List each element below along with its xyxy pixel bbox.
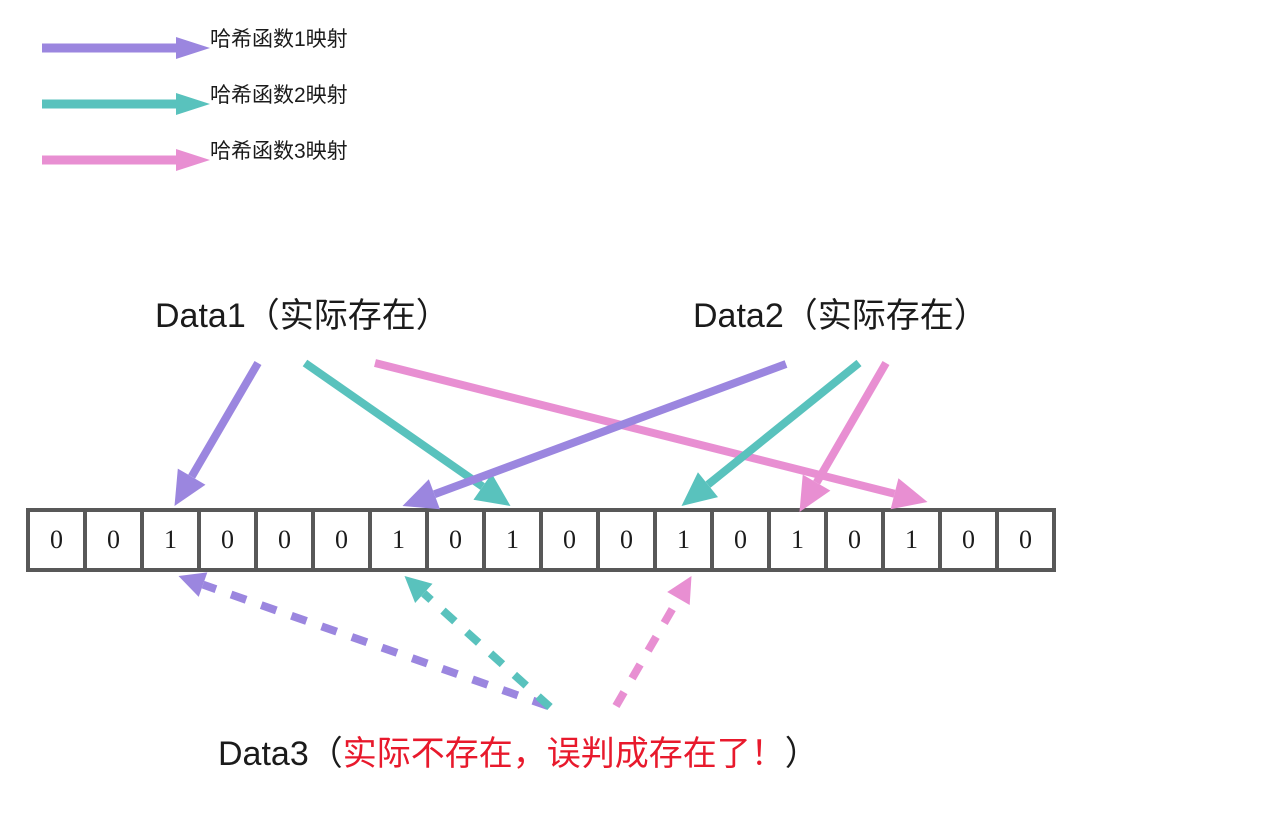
data1-hash1-arrow-line — [188, 360, 262, 479]
legend-item-hash1: 哈希函数1映射 — [0, 20, 520, 76]
legend-label-hash3: 哈希函数3映射 — [210, 140, 348, 163]
bit-cell: 0 — [311, 508, 372, 572]
bit-cell: 1 — [767, 508, 828, 572]
right-arrow-icon — [42, 149, 210, 171]
data2-hash2-arrow-line — [705, 359, 862, 488]
data3-hash3-arrow-line — [612, 596, 682, 709]
bit-cell: 0 — [938, 508, 999, 572]
data3-suffix: ） — [784, 735, 819, 773]
data1-hash2-arrow-line — [302, 359, 485, 490]
data1-hash1-arrow-head — [174, 468, 206, 506]
legend: 哈希函数1映射 哈希函数2映射 哈希函数3映射 — [0, 20, 520, 188]
bit-cell: 1 — [653, 508, 714, 572]
data3-hash3-arrow-head — [667, 576, 692, 606]
bit-cell: 0 — [995, 508, 1056, 572]
data3-hash2-arrow-head — [404, 576, 433, 604]
data2-hash2-arrow-head — [681, 472, 719, 506]
data3-label: Data3（实际不存在，误判成存在了！） — [218, 735, 819, 773]
bit-cell: 1 — [482, 508, 543, 572]
data2-hash3-arrow-head — [799, 474, 831, 512]
bit-cell: 1 — [140, 508, 201, 572]
legend-label-hash1: 哈希函数1映射 — [210, 28, 348, 51]
bit-cell: 0 — [596, 508, 657, 572]
data2-hash1-arrow-head — [402, 479, 440, 510]
right-arrow-icon — [42, 93, 210, 115]
data3-prefix: Data3（ — [218, 735, 343, 773]
bit-cell: 0 — [254, 508, 315, 572]
data1-hash3-arrow-line — [374, 359, 896, 498]
bit-cell: 0 — [83, 508, 144, 572]
data3-hash1-arrow-head — [178, 572, 208, 597]
data3-warning: 实际不存在，误判成存在了！ — [342, 735, 785, 773]
data2-hash1-arrow-line — [432, 360, 788, 498]
legend-item-hash2: 哈希函数2映射 — [0, 76, 520, 132]
bit-cell: 0 — [539, 508, 600, 572]
data1-hash2-arrow-head — [473, 473, 511, 506]
bit-cell: 0 — [710, 508, 771, 572]
legend-label-hash2: 哈希函数2映射 — [210, 84, 348, 107]
bit-cell: 0 — [26, 508, 87, 572]
bit-cell: 0 — [197, 508, 258, 572]
data1-label: Data1（实际存在） — [155, 297, 450, 335]
data3-hash2-arrow-line — [421, 590, 553, 710]
data2-hash3-arrow-line — [813, 360, 890, 485]
legend-item-hash3: 哈希函数3映射 — [0, 132, 520, 188]
data2-label: Data2（实际存在） — [693, 297, 988, 335]
bit-cell: 1 — [368, 508, 429, 572]
bit-cell: 1 — [881, 508, 942, 572]
right-arrow-icon — [42, 37, 210, 59]
data3-hash1-arrow-line — [201, 580, 550, 710]
bit-cell: 0 — [425, 508, 486, 572]
data1-hash3-arrow-head — [890, 478, 928, 510]
bit-cell: 0 — [824, 508, 885, 572]
